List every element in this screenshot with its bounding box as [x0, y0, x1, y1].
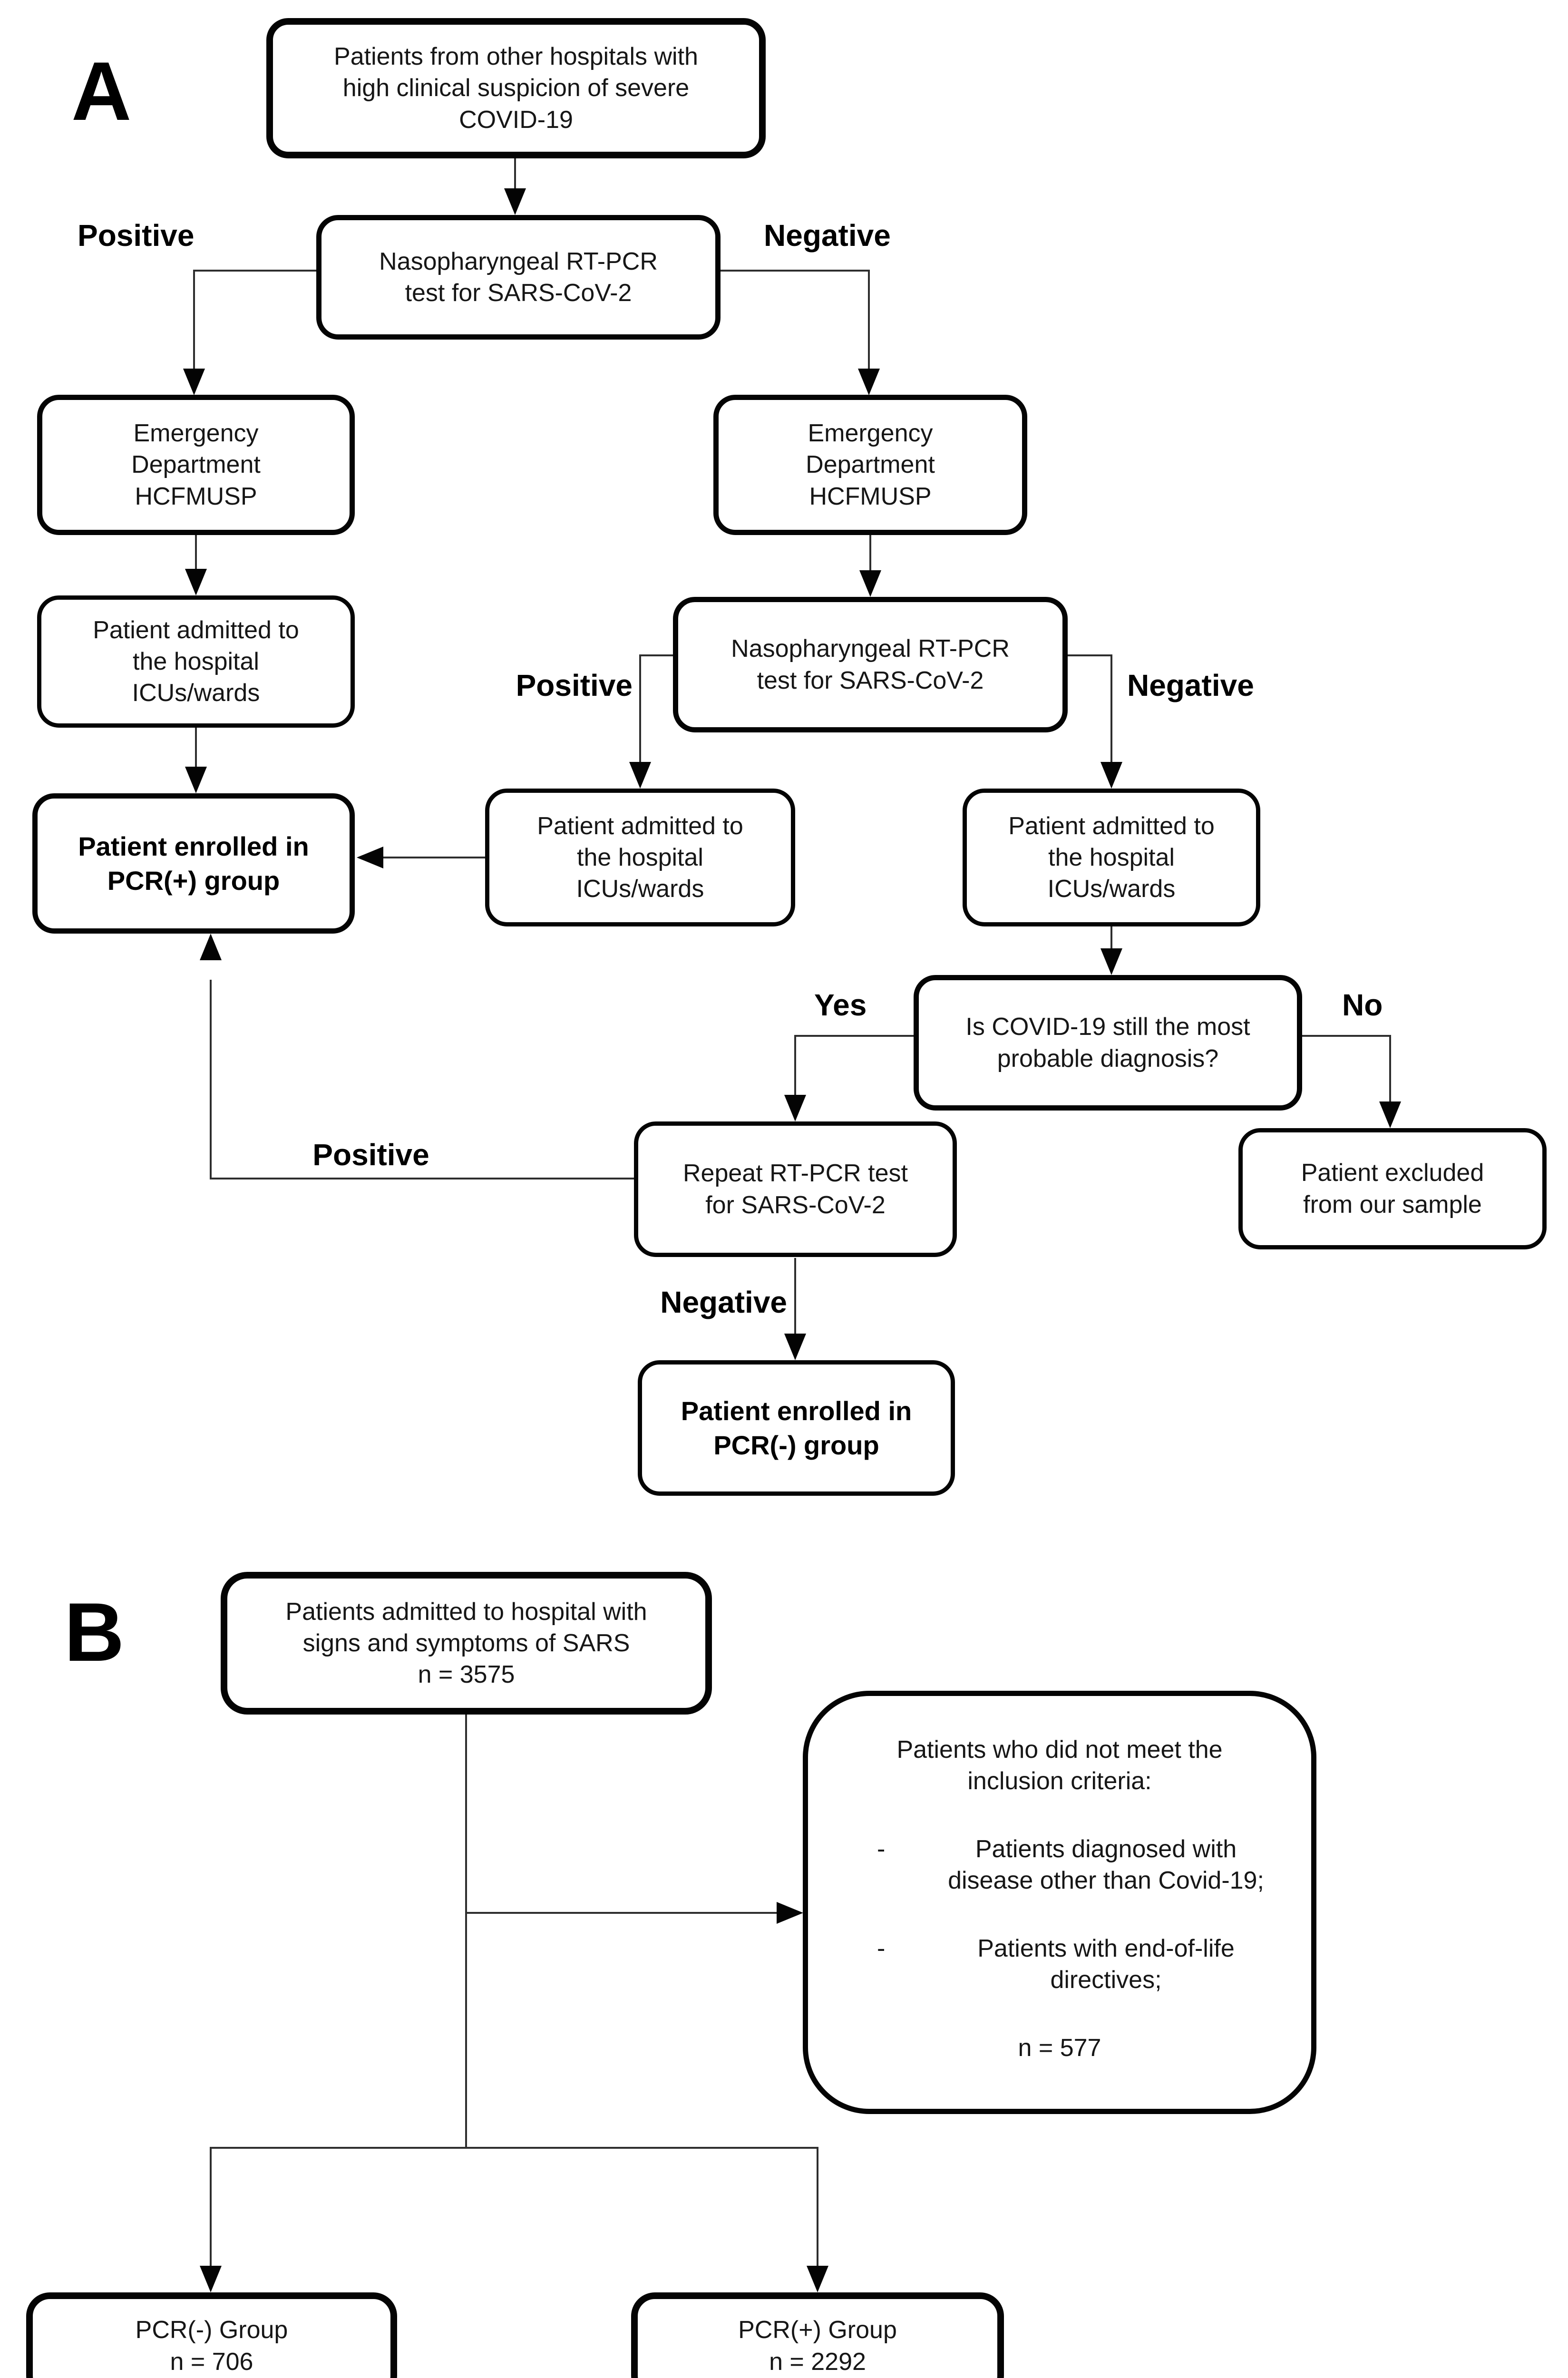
connector-line: [211, 1178, 634, 1179]
connector-line: [640, 654, 673, 656]
pcr-negative-group-text: PCR(-) Group: [135, 2316, 288, 2344]
pcr-negative-group-count: n = 706: [170, 2348, 253, 2376]
edge-label-positive-1: Positive: [78, 218, 195, 253]
connector-line: [721, 270, 869, 272]
arrow-left-icon: [357, 847, 383, 868]
flow-node-excluded: Patient excluded from our sample: [1238, 1128, 1547, 1249]
arrow-down-icon: [200, 2266, 222, 2292]
b-admitted-count: n = 3575: [418, 1661, 515, 1689]
pcr-positive-group-count: n = 2292: [769, 2348, 866, 2376]
connector-line: [210, 2147, 818, 2149]
edge-label-positive-3: Positive: [312, 1138, 429, 1172]
flow-node-admitted-mid: Patient admitted to the hospital ICUs/wa…: [485, 789, 795, 926]
arrow-down-icon: [183, 369, 205, 395]
edge-label-positive-2: Positive: [516, 668, 633, 702]
exclusion-title: Patients who did not meet the inclusion …: [896, 1736, 1223, 1795]
flow-node-pcr-test-2: Nasopharyngeal RT-PCR test for SARS-CoV-…: [673, 597, 1068, 732]
connector-line: [1110, 926, 1112, 950]
flow-node-ed-left: Emergency Department HCFMUSP: [37, 395, 355, 535]
connector-line: [794, 1035, 796, 1097]
exclusion-item-text: Patients diagnosed with disease other th…: [948, 1835, 1264, 1895]
pcr-positive-group-text: PCR(+) Group: [738, 2316, 897, 2344]
edge-label-negative-3: Negative: [660, 1285, 787, 1319]
arrow-down-icon: [185, 569, 207, 595]
arrow-down-icon: [629, 762, 651, 789]
connector-line: [1110, 654, 1112, 764]
connector-line: [210, 2147, 212, 2267]
edge-label-negative-2: Negative: [1127, 668, 1254, 702]
exclusion-item: - Patients with end-of-life directives;: [832, 1933, 1287, 1996]
connector-line: [639, 654, 641, 764]
exclusion-item-text: Patients with end-of-life directives;: [977, 1934, 1235, 1994]
flow-node-pcr-positive-group: PCR(+) Group n = 2292: [631, 2292, 1004, 2378]
connector-line: [383, 857, 485, 858]
connector-line: [514, 158, 516, 191]
arrow-down-icon: [1101, 948, 1122, 975]
arrow-down-icon: [859, 570, 881, 597]
flow-node-pcr-negative-group: PCR(-) Group n = 706: [26, 2292, 397, 2378]
arrow-down-icon: [858, 369, 880, 395]
edge-label-negative-1: Negative: [764, 218, 891, 253]
flow-node-repeat-test: Repeat RT-PCR test for SARS-CoV-2: [634, 1121, 957, 1257]
connector-line: [794, 1258, 796, 1336]
arrow-down-icon: [185, 767, 207, 793]
flow-node-referral: Patients from other hospitals with high …: [266, 18, 766, 158]
arrow-down-icon: [784, 1334, 806, 1360]
connector-line: [193, 270, 195, 372]
connector-line: [795, 1035, 914, 1037]
flow-node-b-exclusion: Patients who did not meet the inclusion …: [803, 1691, 1316, 2114]
arrow-up-icon: [200, 934, 222, 960]
arrow-down-icon: [1379, 1101, 1401, 1128]
flow-node-admitted-right: Patient admitted to the hospital ICUs/wa…: [963, 789, 1260, 926]
connector-line: [195, 728, 197, 768]
flow-node-ed-right: Emergency Department HCFMUSP: [713, 395, 1027, 535]
connector-line: [817, 2147, 818, 2267]
flow-node-enrolled-pcr-positive: Patient enrolled in PCR(+) group: [32, 793, 355, 934]
connector-line: [1389, 1035, 1391, 1103]
arrow-down-icon: [807, 2266, 828, 2292]
flow-node-enrolled-pcr-negative: Patient enrolled in PCR(-) group: [638, 1360, 955, 1496]
exclusion-item: - Patients diagnosed with disease other …: [832, 1833, 1287, 1896]
connector-line: [1068, 654, 1111, 656]
flow-node-admitted-left: Patient admitted to the hospital ICUs/wa…: [37, 595, 355, 728]
flow-node-b-admitted: Patients admitted to hospital with signs…: [221, 1572, 712, 1715]
connector-line: [869, 535, 871, 571]
panel-a-label: A: [71, 45, 132, 138]
edge-label-yes: Yes: [814, 988, 867, 1022]
bullet-dash-icon: -: [877, 1835, 886, 1863]
flow-node-pcr-test-1: Nasopharyngeal RT-PCR test for SARS-CoV-…: [316, 215, 721, 340]
connector-line: [868, 270, 870, 372]
connector-line: [1302, 1035, 1390, 1037]
arrow-down-icon: [504, 188, 526, 215]
b-admitted-text: Patients admitted to hospital with signs…: [285, 1598, 647, 1657]
arrow-down-icon: [1101, 762, 1122, 789]
flow-node-question-covid: Is COVID-19 still the most probable diag…: [914, 975, 1302, 1111]
connector-line: [195, 535, 197, 571]
connector-line: [194, 270, 316, 272]
connector-line: [465, 1712, 467, 2149]
connector-line: [465, 1912, 777, 1914]
panel-b-label: B: [64, 1586, 125, 1679]
arrow-right-icon: [777, 1902, 803, 1924]
arrow-down-icon: [784, 1095, 806, 1121]
edge-label-no: No: [1342, 988, 1383, 1022]
exclusion-count: n = 577: [1018, 2034, 1101, 2062]
connector-line: [210, 980, 212, 1179]
bullet-dash-icon: -: [877, 1934, 886, 1962]
